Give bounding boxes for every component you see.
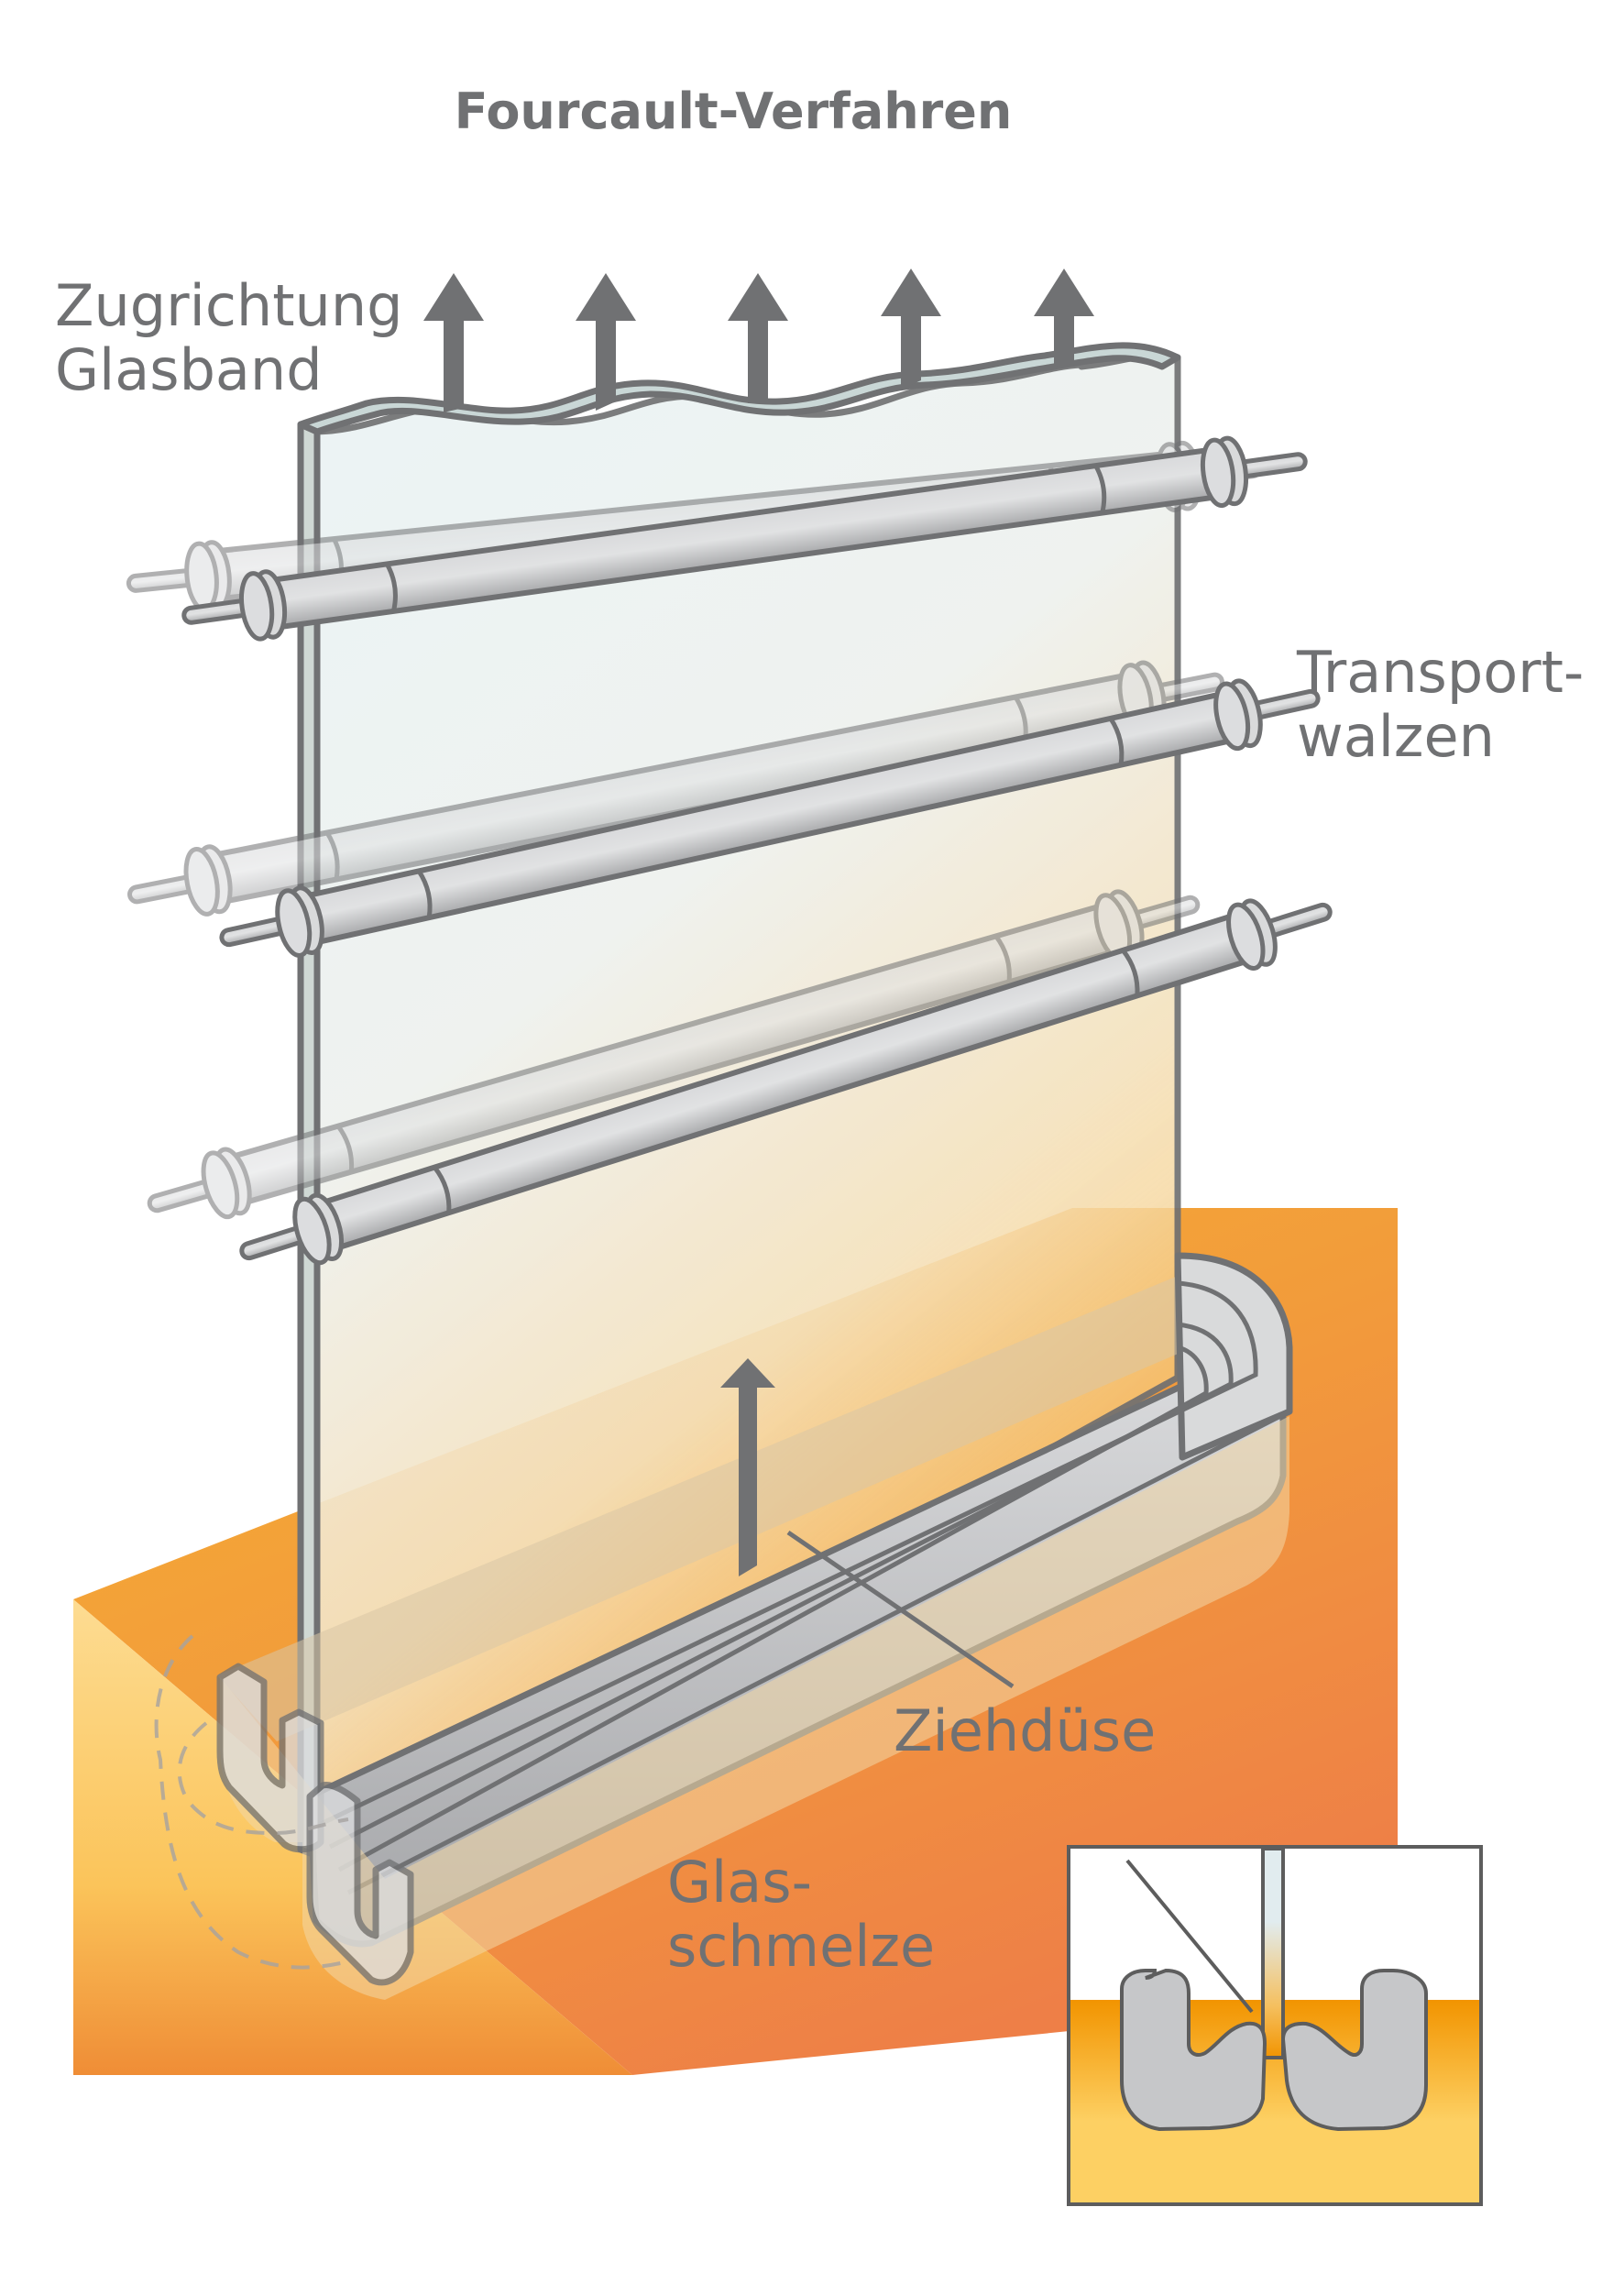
roller-back-3-body (147, 889, 1201, 1220)
roller-front-2-body (219, 678, 1321, 958)
label-glass-melt-line2: schmelze (667, 1913, 935, 1980)
up-arrow-icon (720, 1358, 775, 1576)
nozzle-end-profile-front (306, 1781, 414, 1986)
label-pull-direction-line2: Glasband (55, 336, 323, 403)
inset-nozzle-left (1120, 1968, 1267, 2132)
roller-flange (1200, 437, 1236, 509)
roller-front-1 (181, 435, 1308, 642)
roller-front-2 (219, 678, 1321, 958)
roller-flange (183, 846, 220, 917)
roller-seam (1093, 464, 1107, 514)
roller-flange (292, 1196, 332, 1266)
transport-rollers (126, 435, 1333, 1266)
roller-seam (1108, 717, 1125, 766)
roller-shaft-right (1244, 688, 1321, 721)
pull-arrows (423, 269, 1094, 412)
roller-seam (385, 563, 398, 612)
roller-seam (416, 869, 433, 918)
nozzle-rounded-end (1174, 1252, 1293, 1461)
up-arrow-icon (728, 273, 788, 403)
roller-seam (335, 1125, 355, 1172)
diagram-title: Fourcault-Verfahren (455, 82, 1013, 140)
label-transport-rollers-line2: walzen (1297, 703, 1495, 770)
roller-front-3 (239, 898, 1333, 1266)
roller-seam (993, 934, 1012, 983)
nozzle-cross-section-inset (1067, 1845, 1483, 2206)
inset-glass-ribbon (1261, 1847, 1285, 2059)
drawing-nozzle (154, 1252, 1293, 2000)
label-transport-rollers-line1: Transport- (1296, 639, 1584, 706)
inset-nozzle-right (1280, 1969, 1428, 2132)
roller-seam (1121, 949, 1140, 996)
melt-flow-dashed-loop (154, 1634, 349, 1970)
label-glass-melt-line1: Glas- (667, 1849, 812, 1916)
nozzle-submerged (220, 1416, 1289, 2000)
up-arrow-icon (1034, 269, 1094, 367)
inset-leader-line (1125, 1859, 1254, 2014)
roller-front-1-body (181, 435, 1308, 642)
roller-flange (275, 888, 313, 958)
roller-flange (238, 571, 275, 642)
roller-seam (433, 1166, 452, 1213)
glass-ribbon-top-edge (297, 342, 1181, 435)
roller-flange (201, 1150, 240, 1220)
roller-flange (1213, 681, 1251, 752)
nozzle-leader-line (786, 1530, 1015, 1689)
roller-back-3 (147, 889, 1201, 1220)
nozzle-back-bar (217, 1274, 1182, 1741)
up-arrow-icon (881, 269, 941, 390)
up-arrow-icon (423, 273, 484, 412)
roller-seam (324, 831, 340, 880)
roller-flange (1226, 902, 1266, 971)
label-pull-direction-line1: Zugrichtung (55, 272, 402, 339)
label-nozzle: Ziehdüse (894, 1697, 1156, 1764)
up-arrow-icon (576, 273, 636, 411)
roller-front-3-body (239, 898, 1333, 1266)
